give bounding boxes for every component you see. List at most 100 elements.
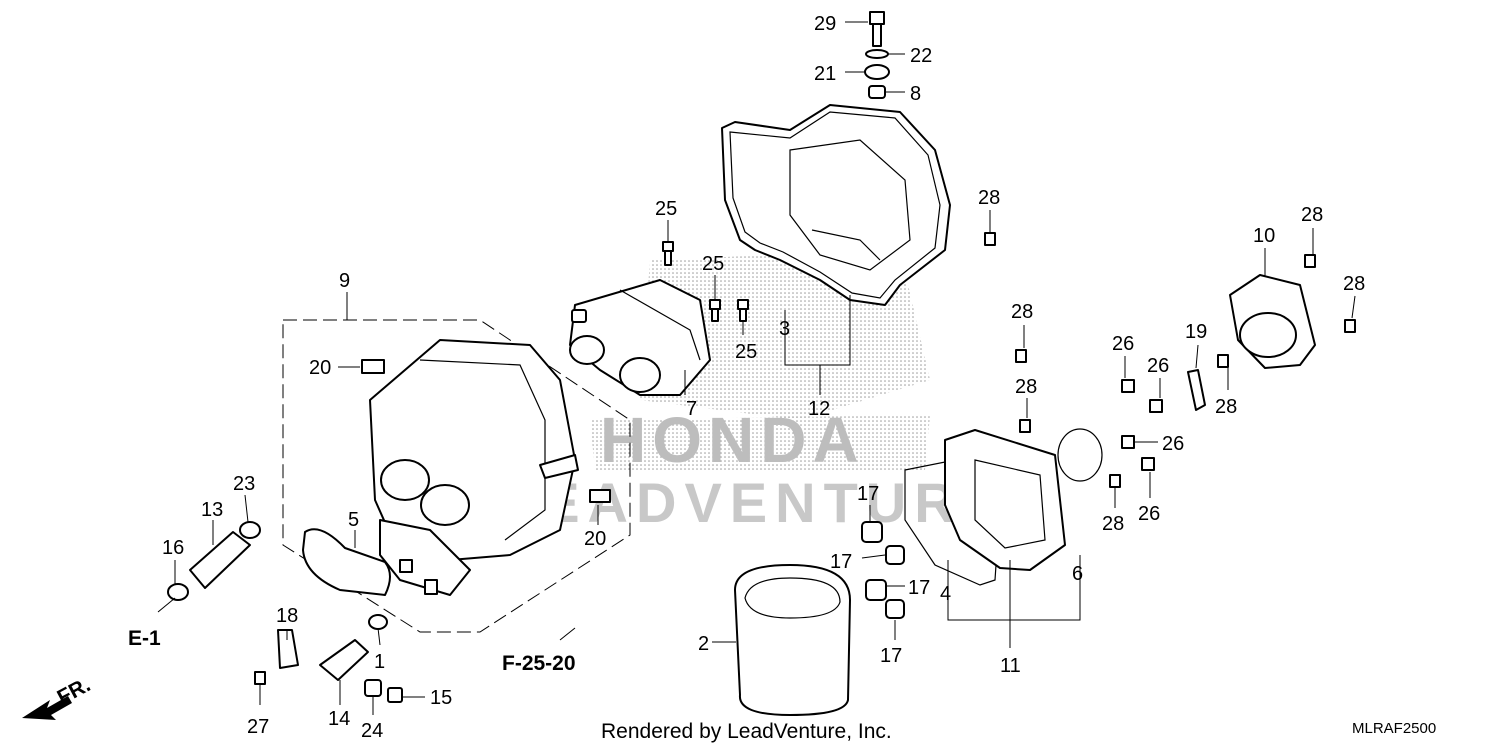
clip-1 [368, 614, 388, 630]
top-bolt-stack [864, 11, 890, 99]
watermark-brand: HONDA [600, 404, 865, 476]
bolt-25b-head [709, 299, 721, 310]
bolt-28a [984, 232, 996, 246]
callout-17e: 17 [880, 645, 902, 667]
callout-14: 14 [328, 708, 350, 730]
bolt-26a [1121, 379, 1135, 393]
case-lower-box [379, 519, 471, 596]
inlet-duct-edge [619, 289, 701, 361]
upper-cover-assembly [721, 104, 951, 306]
callout-9: 9 [339, 270, 350, 292]
element-top [744, 577, 841, 619]
bolt-25c-head [737, 299, 749, 310]
callout-29: 29 [814, 13, 836, 35]
sleeve-17a [861, 521, 883, 543]
callout-28g: 28 [1215, 396, 1237, 418]
inlet-duct-tab [571, 309, 587, 323]
bolts-28 [984, 232, 1356, 488]
watermark-dealer: LEADVENTURE [500, 471, 1008, 534]
credit-text: Rendered by LeadVenture, Inc. [601, 720, 892, 743]
callout-24: 24 [361, 720, 383, 742]
lead-4-6 [947, 555, 1081, 621]
inlet-duct-port-right [619, 357, 661, 393]
pad-20b [589, 489, 611, 503]
bolt-28f [1344, 319, 1356, 333]
plug-24 [364, 679, 382, 697]
bolt-26d [1141, 457, 1155, 471]
lead-e1-arrow [157, 597, 176, 613]
upper-cover-rib [811, 229, 881, 261]
case-port-lower [420, 484, 470, 526]
callout-12: 12 [808, 398, 830, 420]
upper-cover-gasket [729, 111, 941, 299]
bolt-26c [1121, 435, 1135, 449]
callout-11: 11 [1000, 655, 1021, 677]
snorkel-port [1239, 312, 1297, 358]
callout-2: 2 [698, 633, 709, 655]
callout-28a: 28 [978, 187, 1000, 209]
cap-15 [387, 687, 403, 703]
callout-8: 8 [910, 83, 921, 105]
callout-25c: 25 [735, 341, 757, 363]
front-indicator: FR. [22, 673, 94, 720]
bolts-26 [1121, 379, 1163, 471]
callout-17c: 17 [908, 577, 930, 599]
side-cover [944, 429, 1066, 571]
drain-tube-13 [189, 531, 251, 589]
sleeves-17 [861, 521, 905, 619]
bolt-25a-shank [664, 250, 672, 266]
callout-20a: 20 [309, 357, 331, 379]
callout-4: 4 [940, 583, 951, 605]
washer-22 [865, 49, 889, 59]
ref-f2520[interactable]: F-25-20 [502, 652, 576, 675]
bracket-18 [277, 629, 299, 669]
callout-16: 16 [162, 537, 184, 559]
ref-e1[interactable]: E-1 [128, 627, 161, 650]
footer: Rendered by LeadVenture, Inc. MLRAF2500 [601, 720, 1436, 743]
callout-28d: 28 [1102, 513, 1124, 535]
snorkel-10 [1229, 274, 1316, 369]
bracket-19 [1187, 369, 1206, 411]
pad-20a [361, 359, 385, 374]
watermark-dot-band [590, 415, 930, 470]
diagram-code: MLRAF2500 [1352, 720, 1436, 737]
upper-cover-inner [789, 139, 911, 271]
callout-18: 18 [276, 605, 298, 627]
bolt-28b [1015, 349, 1027, 363]
case-nipple-a [399, 559, 413, 573]
side-cover-opening [974, 459, 1046, 549]
bolt-28d [1109, 474, 1121, 488]
clip-23 [239, 521, 261, 539]
callout-13: 13 [201, 499, 223, 521]
callout-10: 10 [1253, 225, 1275, 247]
hose-14 [319, 639, 369, 681]
callout-21: 21 [814, 63, 836, 85]
lead-23 [244, 494, 249, 523]
bolt-28c [1019, 419, 1031, 433]
callout-25b: 25 [702, 253, 724, 275]
lead-17b [861, 554, 886, 559]
bolt-25b-shank [711, 308, 719, 322]
callout-5: 5 [348, 509, 359, 531]
bolt-27 [254, 671, 266, 685]
callout-17a: 17 [857, 483, 879, 505]
case-port-upper [380, 459, 430, 501]
bolt-29-head [869, 11, 885, 25]
callout-17b: 17 [830, 551, 852, 573]
callout-28e: 28 [1301, 204, 1323, 226]
bolt-28e [1304, 254, 1316, 268]
upper-cover [721, 104, 951, 306]
inlet-duct-assembly [569, 279, 711, 396]
callout-19: 19 [1185, 321, 1207, 343]
callout-26a: 26 [1112, 333, 1134, 355]
clip-16 [167, 583, 189, 601]
lead-19 [1195, 344, 1199, 369]
bolt-29-shank [872, 23, 882, 47]
inlet-duct-port-left [569, 335, 605, 365]
bolt-26b [1149, 399, 1163, 413]
case-tab [539, 454, 579, 479]
bolt-28g [1217, 354, 1229, 368]
callout-26b: 26 [1147, 355, 1169, 377]
sleeve-17c [865, 579, 887, 601]
